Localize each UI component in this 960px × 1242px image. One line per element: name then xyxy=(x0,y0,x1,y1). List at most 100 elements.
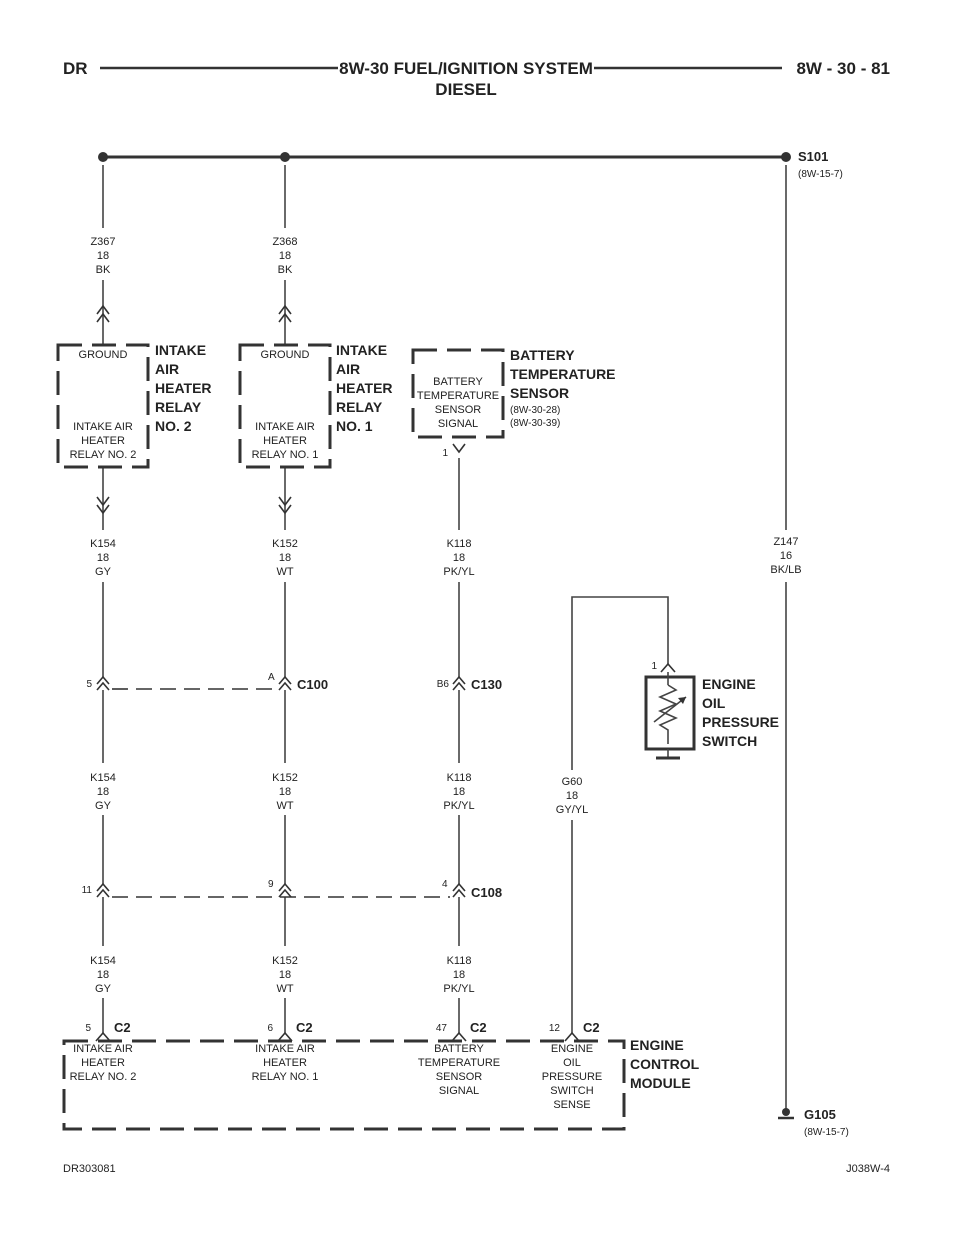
wire-segments xyxy=(102,165,787,1110)
c108-pin-k154: 11 xyxy=(82,885,93,896)
chevron-icon xyxy=(277,1031,293,1042)
chevron-icon xyxy=(452,882,466,892)
c108-name: C108 xyxy=(471,885,502,900)
page-header: DR 8W-30 FUEL/IGNITION SYSTEM 8W - 30 - … xyxy=(63,59,890,99)
chevron-icon xyxy=(452,681,466,691)
ecm-pin: 5 xyxy=(85,1023,91,1034)
ground-ref: (8W-15-7) xyxy=(804,1127,849,1138)
c100-pin-left: 5 xyxy=(86,679,92,690)
footer-figure-id: DR303081 xyxy=(63,1163,116,1175)
ecm-connector-name: C2 xyxy=(114,1020,131,1035)
chevron-icon xyxy=(278,888,292,898)
oil-switch-pin: 1 xyxy=(651,661,657,672)
chevron-icon xyxy=(278,504,292,515)
chevron-icon xyxy=(96,304,110,315)
chevron-icon xyxy=(96,312,110,323)
c108-pin-k118: 4 xyxy=(442,879,448,890)
chevron-icon xyxy=(96,504,110,515)
chevron-icon xyxy=(278,312,292,323)
chevron-icon xyxy=(278,304,292,315)
ecm-connector-name: C2 xyxy=(470,1020,487,1035)
header-model-code: DR xyxy=(63,59,88,78)
battery-sensor-refs: (8W-30-28)(8W-30-39) xyxy=(510,405,560,429)
ecm-pin: 47 xyxy=(436,1023,448,1034)
relay-no2-ground-label: GROUND xyxy=(79,349,128,361)
chevron-icon xyxy=(96,681,110,691)
chevron-icon xyxy=(278,882,292,892)
chevron-icon xyxy=(96,675,110,685)
ecm-connector-name: C2 xyxy=(296,1020,313,1035)
ground-bus: S101 (8W-15-7) xyxy=(98,149,843,180)
chevron-icon xyxy=(96,496,110,507)
c108-pin-k152: 9 xyxy=(268,879,274,890)
chevron-icon xyxy=(96,882,110,892)
relay-no1-box xyxy=(238,343,332,469)
ground-icon xyxy=(782,1108,790,1116)
connector-c130: B6 C130 xyxy=(437,677,502,692)
c130-name: C130 xyxy=(471,677,502,692)
chevron-icon xyxy=(452,888,466,898)
header-subtitle: DIESEL xyxy=(435,80,496,99)
splice-name: S101 xyxy=(798,149,828,164)
connector-chevrons xyxy=(95,304,676,1042)
chevron-icon xyxy=(451,1031,467,1042)
splice-dot-mid xyxy=(280,152,290,162)
battery-sensor-pin: 1 xyxy=(442,448,448,459)
connector-c100: 5 A C100 xyxy=(86,672,328,692)
header-title: 8W-30 FUEL/IGNITION SYSTEM xyxy=(339,59,593,78)
ecm-pin: 6 xyxy=(267,1023,273,1034)
ground-name: G105 xyxy=(804,1107,836,1122)
variable-resistor-icon xyxy=(658,684,678,744)
chevron-icon xyxy=(660,662,676,673)
relay-no2-box xyxy=(56,343,150,469)
chevron-icon xyxy=(278,496,292,507)
chevron-icon xyxy=(95,1031,111,1042)
wire-g60-top xyxy=(571,596,669,770)
ground-g105: G105 (8W-15-7) xyxy=(778,1107,849,1138)
connector-c108: 11 9 4 C108 xyxy=(82,879,502,900)
ecm-pin: 12 xyxy=(549,1023,561,1034)
footer-doc-code: J038W-4 xyxy=(846,1163,890,1175)
chevron-icon xyxy=(452,675,466,685)
c100-pin-right: A xyxy=(268,672,275,683)
chevron-icon xyxy=(96,888,110,898)
page-footer: DR303081 J038W-4 xyxy=(63,1163,890,1175)
battery-sensor-box xyxy=(411,348,505,439)
resistor-arrowhead xyxy=(678,697,686,704)
header-page-ref: 8W - 30 - 81 xyxy=(796,59,890,78)
ecm-connector-name: C2 xyxy=(583,1020,600,1035)
oil-switch-box xyxy=(644,675,696,751)
splice-dot-left xyxy=(98,152,108,162)
chevron-icon xyxy=(278,681,292,691)
